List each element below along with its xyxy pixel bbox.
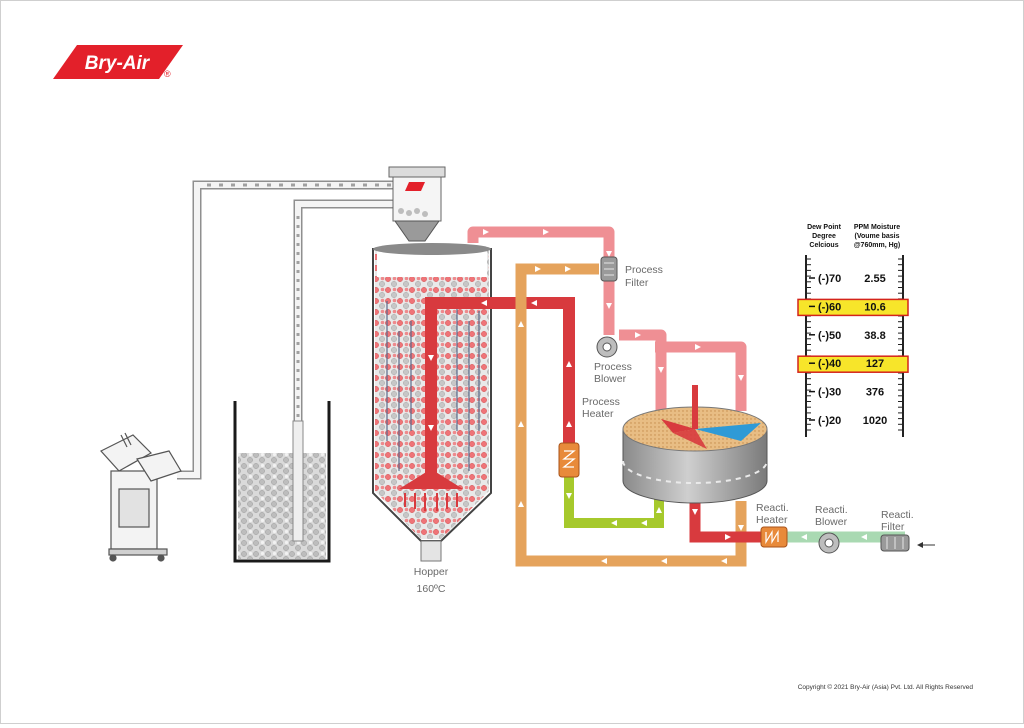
reactivation-filter-label-2: Filter xyxy=(881,521,905,533)
reactivation-blower-icon xyxy=(818,532,840,554)
process-heater-label-2: Heater xyxy=(582,408,614,420)
ppm-moisture-value: 127 xyxy=(866,358,884,370)
copyright-notice: Copyright © 2021 Bry-Air (Asia) Pvt. Ltd… xyxy=(798,683,974,691)
process-heater-icon xyxy=(558,442,580,478)
ppm-moisture-value: 1020 xyxy=(863,415,887,427)
ppm-header-1: PPM Moisture xyxy=(854,224,900,231)
dried-air-supply-line xyxy=(399,297,575,511)
ppm-moisture-value: 2.55 xyxy=(864,273,885,285)
dew-header-1: Dew Point xyxy=(807,224,842,231)
hopper-temperature: 160ºC xyxy=(417,583,446,595)
svg-text:Bry-Air: Bry-Air xyxy=(85,53,151,74)
flow-arrows xyxy=(428,229,867,564)
material-storage-bin xyxy=(233,401,331,563)
process-filter-label-1: Process xyxy=(625,264,663,276)
desiccant-wheel xyxy=(622,385,768,504)
process-heater-label-1: Process xyxy=(582,396,620,408)
ppm-moisture-value: 38.8 xyxy=(864,330,885,342)
ppm-header-3: @760mm, Hg) xyxy=(854,242,901,249)
reactivation-heater-label-2: Heater xyxy=(756,514,788,526)
ppm-moisture-value: 376 xyxy=(866,387,884,399)
process-filter-label-2: Filter xyxy=(625,277,649,289)
hopper-loader xyxy=(388,166,446,242)
dew-header-3: Celcious xyxy=(809,242,838,249)
dew-point-value: (-)30 xyxy=(818,387,841,399)
process-air-line xyxy=(467,226,747,411)
dew-point-scale: Dew Point Degree Celcious PPM Moisture (… xyxy=(797,224,909,437)
hopper-label: Hopper xyxy=(414,566,449,578)
process-blower-label-2: Blower xyxy=(594,373,627,385)
process-blower-icon xyxy=(596,336,618,358)
svg-text:®: ® xyxy=(164,69,171,79)
reactivation-heater-icon xyxy=(760,526,788,548)
bry-air-logo: Bry-Air ® xyxy=(53,45,183,79)
ppm-moisture-value: 10.6 xyxy=(864,301,885,313)
scale-highlight-box xyxy=(797,298,909,317)
scale-highlight-box xyxy=(797,355,909,373)
reactivation-filter-icon xyxy=(880,534,910,552)
reactivation-blower-label-1: Reacti. xyxy=(815,504,848,516)
reactivation-heater-label-1: Reacti. xyxy=(756,502,789,514)
vacuum-conveying-line xyxy=(177,180,403,480)
reactivation-filter-label-1: Reacti. xyxy=(881,509,914,521)
process-filter-icon xyxy=(600,256,618,282)
process-blower-label-1: Process xyxy=(594,361,632,373)
granulator-machine xyxy=(100,432,182,562)
reactivation-inlet-line xyxy=(787,531,935,548)
ppm-header-2: (Voume basis xyxy=(855,233,900,240)
dew-point-value: (-)70 xyxy=(818,273,841,285)
reactivation-hot-line xyxy=(689,499,763,543)
dew-point-value: (-)50 xyxy=(818,330,841,342)
dew-point-value: (-)40 xyxy=(818,358,841,370)
dew-header-2: Degree xyxy=(812,233,836,240)
dew-point-value: (-)20 xyxy=(818,415,841,427)
dew-point-value: (-)60 xyxy=(818,301,841,313)
reactivation-blower-label-2: Blower xyxy=(815,516,848,528)
